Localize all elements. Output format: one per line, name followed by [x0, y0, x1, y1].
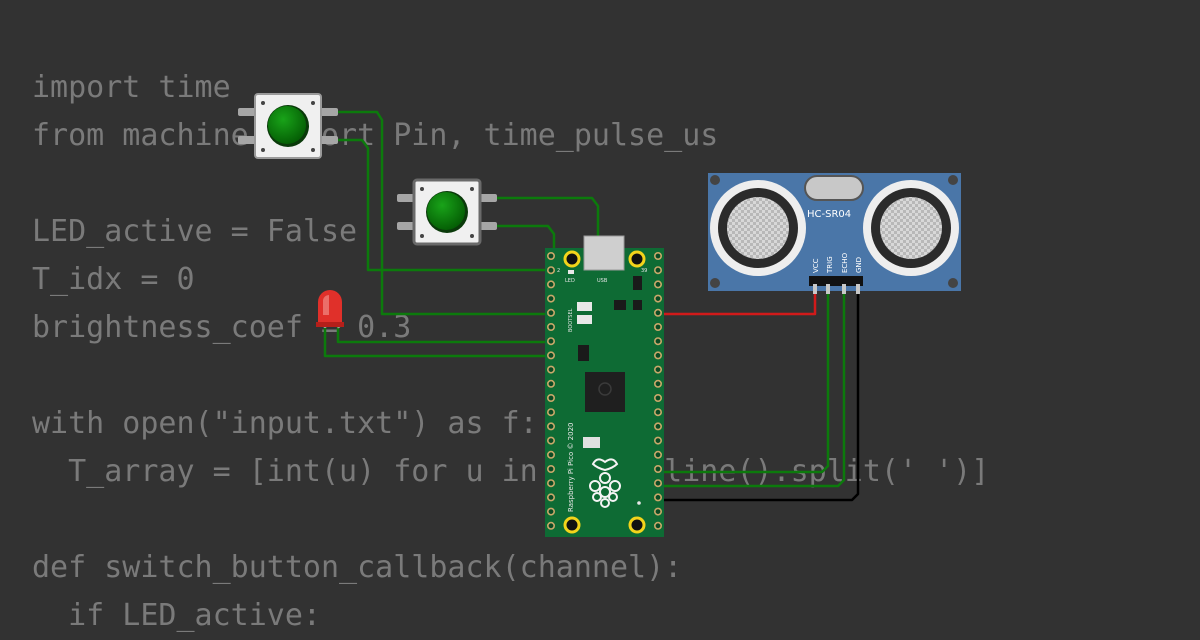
pin-hole [546, 507, 555, 516]
pin-hole [653, 294, 662, 303]
mount-hole [563, 250, 581, 268]
pin-hole [546, 337, 555, 346]
crystal-oscillator [804, 175, 864, 201]
pin-hole [546, 365, 555, 374]
wire-gnd [655, 290, 860, 502]
wire-echo [655, 290, 846, 488]
pin-hole [653, 393, 662, 402]
pin-hole [546, 393, 555, 402]
pin-hole [546, 322, 555, 331]
pin-hole [653, 521, 662, 530]
wires [323, 110, 860, 502]
code-line: def switch_button_callback(channel): [32, 550, 683, 585]
pin-hole [653, 266, 662, 275]
onboard-led [568, 270, 574, 274]
pin-hole [653, 351, 662, 360]
code-line: with open("input.txt") as f: [32, 406, 538, 441]
mount-hole [628, 250, 646, 268]
usb-port [583, 235, 625, 271]
pin-hole [653, 464, 662, 473]
code-line: LED_active = False [32, 214, 358, 249]
pin-hole [653, 322, 662, 331]
pin-headers [546, 252, 662, 530]
code-line: T_idx = 0 [32, 262, 195, 297]
pin-hole [546, 280, 555, 289]
transducer-right [863, 180, 959, 276]
mount-hole [628, 516, 646, 534]
raspberry-pi-pico-board: 2 39 LED USB BOOTSEL Raspberry Pi Pico ©… [545, 235, 664, 537]
pin-hole [653, 408, 662, 417]
wire-led-anode [336, 322, 554, 344]
pin-hole [546, 408, 555, 417]
mount-hole [563, 516, 581, 534]
code-line: if LED_active: [32, 598, 321, 633]
sensor-pin-label-echo: ECHO [841, 252, 849, 273]
pin-hole [546, 521, 555, 530]
pin-hole [653, 308, 662, 317]
pin-hole [546, 493, 555, 502]
pin-hole [653, 479, 662, 488]
pin-hole [546, 450, 555, 459]
pin-hole [546, 464, 555, 473]
pin-number-39: 39 [641, 268, 647, 274]
sensor-pin-label-vcc: VCC [812, 258, 820, 273]
wire-trig [655, 290, 830, 474]
sensor-model-label: HC-SR04 [807, 209, 851, 220]
pin-hole [653, 422, 662, 431]
pin-hole [653, 379, 662, 388]
pin-hole [546, 266, 555, 275]
pin-hole [546, 294, 555, 303]
hc-sr04-sensor: HC-SR04 VCC TRIG ECHO GND [708, 173, 961, 294]
wire-vcc [660, 290, 817, 316]
bootsel-label: BOOTSEL [568, 308, 574, 332]
pin-hole [546, 308, 555, 317]
wire-led-cathode [323, 326, 554, 358]
pin-hole [653, 252, 662, 261]
sensor-pin-header [809, 276, 863, 294]
wire-button1-top [338, 110, 554, 316]
pin-hole [653, 493, 662, 502]
transducer-left [710, 180, 806, 276]
led-label: LED [565, 278, 575, 284]
pin-hole [546, 351, 555, 360]
red-led [316, 290, 344, 329]
button-cap[interactable] [268, 106, 306, 144]
pin-hole [653, 280, 662, 289]
pin-hole [653, 337, 662, 346]
pin-hole [653, 365, 662, 374]
raspberry-logo [589, 458, 621, 508]
button-cap[interactable] [427, 192, 465, 230]
wire-button2-bottom [497, 224, 556, 256]
pin-hole [546, 436, 555, 445]
sensor-pin-label-trig: TRIG [826, 256, 834, 274]
sensor-pin-label-gnd: GND [855, 257, 863, 273]
pin-hole [653, 507, 662, 516]
pin-hole [546, 422, 555, 431]
pin-hole [546, 252, 555, 261]
pin-hole [653, 450, 662, 459]
bootsel-button[interactable] [577, 302, 592, 311]
pin-number-1: 2 [557, 268, 560, 274]
rp2040-chip [585, 372, 625, 412]
pico-brand-text: Raspberry Pi Pico © 2020 [567, 423, 575, 513]
code-line: import time [32, 70, 231, 105]
pin-hole [546, 479, 555, 488]
wire-button1-bottom [338, 138, 554, 272]
usb-label: USB [597, 278, 608, 284]
push-button-2[interactable] [397, 178, 497, 246]
pin-hole [546, 379, 555, 388]
push-button-1[interactable] [238, 93, 338, 159]
pin-hole [653, 436, 662, 445]
